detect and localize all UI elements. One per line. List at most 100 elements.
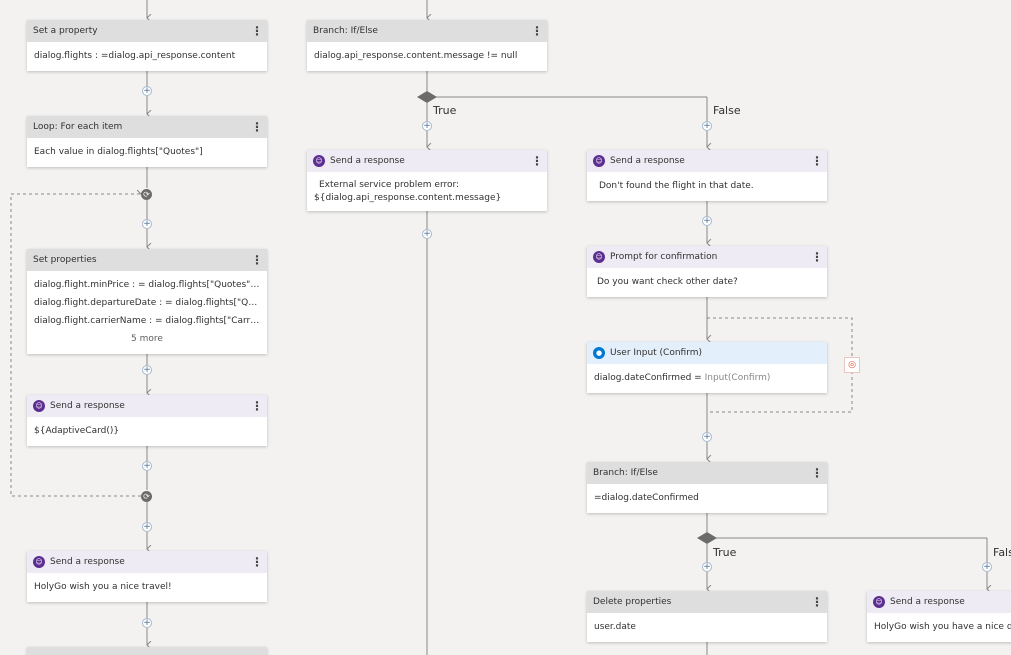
input-type: Input(Confirm) bbox=[704, 373, 771, 383]
node-title: Prompt for confirmation bbox=[610, 252, 718, 262]
node-expression: Each value in dialog.flights["Quotes"] bbox=[34, 147, 203, 157]
more-options-icon[interactable]: ⋮ bbox=[811, 154, 823, 168]
add-action-plus-icon[interactable]: + bbox=[142, 365, 152, 375]
bot-icon: ☺ bbox=[873, 596, 885, 608]
set-properties-node[interactable]: Set properties ⋮ dialog.flight.minPrice … bbox=[27, 249, 267, 354]
branch-false-label: False bbox=[713, 104, 741, 117]
add-action-plus-icon[interactable]: + bbox=[422, 229, 432, 239]
node-body: dialog.dateConfirmed = Input(Confirm) bbox=[587, 364, 827, 393]
input-property: dialog.dateConfirmed = bbox=[594, 373, 705, 383]
loop-foreach-node[interactable]: Loop: For each item ⋮ Each value in dial… bbox=[27, 116, 267, 167]
add-action-plus-icon[interactable]: + bbox=[422, 121, 432, 131]
node-title: Send a response bbox=[330, 156, 405, 166]
input-binding: dialog.dateConfirmed = Input(Confirm) bbox=[594, 372, 820, 385]
more-options-icon[interactable]: ⋮ bbox=[251, 24, 263, 38]
next-node-partial[interactable] bbox=[27, 647, 267, 655]
branch-if-else-node[interactable]: Branch: If/Else ⋮ dialog.api_response.co… bbox=[307, 20, 547, 71]
more-options-icon[interactable]: ⋮ bbox=[251, 555, 263, 569]
node-body: dialog.flight.minPrice : = dialog.flight… bbox=[27, 271, 267, 354]
more-properties-link[interactable]: 5 more bbox=[131, 334, 163, 344]
node-body: ${AdaptiveCard()} bbox=[27, 417, 267, 446]
set-property-node[interactable]: Set a property ⋮ dialog.flights : =dialo… bbox=[27, 20, 267, 71]
node-title: Send a response bbox=[610, 156, 685, 166]
node-body: dialog.flights : =dialog.api_response.co… bbox=[27, 42, 267, 71]
more-options-icon[interactable]: ⋮ bbox=[251, 399, 263, 413]
response-text: HolyGo wish you have a nice day bbox=[874, 622, 1011, 632]
condition-expression: =dialog.dateConfirmed bbox=[594, 493, 699, 503]
branch-diamond-2 bbox=[697, 532, 717, 544]
node-expression: ${AdaptiveCard()} bbox=[34, 426, 120, 436]
send-response-notfound-node[interactable]: ☺ Send a response ⋮ Don't found the flig… bbox=[587, 150, 827, 201]
node-title: Delete properties bbox=[593, 597, 672, 607]
node-body: External service problem error: ${dialog… bbox=[307, 172, 547, 211]
more-options-icon[interactable]: ⋮ bbox=[811, 466, 823, 480]
node-body: =dialog.dateConfirmed bbox=[587, 484, 827, 513]
node-title: Send a response bbox=[890, 597, 965, 607]
node-title: Set properties bbox=[33, 255, 97, 265]
node-header: Branch: If/Else ⋮ bbox=[587, 462, 827, 484]
add-action-plus-icon[interactable]: + bbox=[982, 562, 992, 572]
response-text: Don't found the flight in that date. bbox=[599, 181, 754, 191]
add-action-plus-icon[interactable]: + bbox=[142, 86, 152, 96]
bot-icon: ☺ bbox=[593, 155, 605, 167]
more-options-icon[interactable]: ⋮ bbox=[811, 250, 823, 264]
node-header: ☺ Send a response ⋮ bbox=[27, 395, 267, 417]
node-header: Set a property ⋮ bbox=[27, 20, 267, 42]
node-title: Send a response bbox=[50, 401, 125, 411]
node-title: Set a property bbox=[33, 26, 98, 36]
node-body: HolyGo wish you a nice travel! bbox=[27, 573, 267, 602]
add-action-plus-icon[interactable]: + bbox=[142, 219, 152, 229]
user-input-confirm-node[interactable]: ● User Input (Confirm) dialog.dateConfir… bbox=[587, 342, 827, 393]
node-title: User Input (Confirm) bbox=[610, 348, 703, 358]
bot-icon: ☺ bbox=[33, 400, 45, 412]
more-options-icon[interactable]: ⋮ bbox=[251, 253, 263, 267]
property-row: user.date bbox=[594, 622, 636, 632]
branch-diamond-1 bbox=[417, 91, 437, 103]
node-header bbox=[27, 647, 267, 655]
add-action-plus-icon[interactable]: + bbox=[142, 461, 152, 471]
node-body: user.date bbox=[587, 613, 827, 642]
add-action-plus-icon[interactable]: + bbox=[702, 562, 712, 572]
more-options-icon[interactable]: ⋮ bbox=[251, 120, 263, 134]
node-header: ☺ Prompt for confirmation ⋮ bbox=[587, 246, 827, 268]
add-action-plus-icon[interactable]: + bbox=[142, 522, 152, 532]
more-options-icon[interactable]: ⋮ bbox=[531, 24, 543, 38]
prompt-text: Do you want check other date? bbox=[597, 277, 738, 287]
add-action-plus-icon[interactable]: + bbox=[702, 121, 712, 131]
property-row: dialog.flight.minPrice : = dialog.flight… bbox=[34, 280, 260, 290]
send-response-error-node[interactable]: ☺ Send a response ⋮ External service pro… bbox=[307, 150, 547, 211]
node-header: Delete properties ⋮ bbox=[587, 591, 827, 613]
node-body: Don't found the flight in that date. bbox=[587, 172, 827, 201]
add-action-plus-icon[interactable]: + bbox=[142, 618, 152, 628]
send-response-nice-day-node[interactable]: ☺ Send a response HolyGo wish you have a… bbox=[867, 591, 1011, 642]
add-action-plus-icon[interactable]: + bbox=[702, 216, 712, 226]
delete-properties-node[interactable]: Delete properties ⋮ user.date bbox=[587, 591, 827, 642]
node-header: Loop: For each item ⋮ bbox=[27, 116, 267, 138]
send-response-adaptive-node[interactable]: ☺ Send a response ⋮ ${AdaptiveCard()} bbox=[27, 395, 267, 446]
loop-icon: ⟳ bbox=[141, 189, 152, 200]
node-header: ☺ Send a response ⋮ bbox=[587, 150, 827, 172]
error-icon[interactable]: ◎ bbox=[844, 357, 860, 373]
more-options-icon[interactable]: ⋮ bbox=[811, 595, 823, 609]
prompt-confirmation-node[interactable]: ☺ Prompt for confirmation ⋮ Do you want … bbox=[587, 246, 827, 297]
send-response-holygo-node[interactable]: ☺ Send a response ⋮ HolyGo wish you a ni… bbox=[27, 551, 267, 602]
node-header: ● User Input (Confirm) bbox=[587, 342, 827, 364]
node-header: ☺ Send a response ⋮ bbox=[307, 150, 547, 172]
branch-if-else-node-2[interactable]: Branch: If/Else ⋮ =dialog.dateConfirmed bbox=[587, 462, 827, 513]
branch-true-label: True bbox=[433, 104, 457, 117]
add-action-plus-icon[interactable]: + bbox=[702, 432, 712, 442]
property-row: dialog.flight.departureDate : = dialog.f… bbox=[34, 298, 260, 308]
node-title: Branch: If/Else bbox=[593, 468, 658, 478]
bot-icon: ☺ bbox=[593, 251, 605, 263]
node-body: Do you want check other date? bbox=[587, 268, 827, 297]
user-icon: ● bbox=[593, 347, 605, 359]
bot-icon: ☺ bbox=[313, 155, 325, 167]
more-options-icon[interactable]: ⋮ bbox=[531, 154, 543, 168]
property-row: dialog.flight.carrierName : = dialog.fli… bbox=[34, 316, 260, 326]
node-body: HolyGo wish you have a nice day bbox=[867, 613, 1011, 642]
node-header: ☺ Send a response bbox=[867, 591, 1011, 613]
branch-false-label: False bbox=[993, 546, 1011, 559]
response-text-line: External service problem error: bbox=[319, 180, 460, 190]
node-title: Branch: If/Else bbox=[313, 26, 378, 36]
